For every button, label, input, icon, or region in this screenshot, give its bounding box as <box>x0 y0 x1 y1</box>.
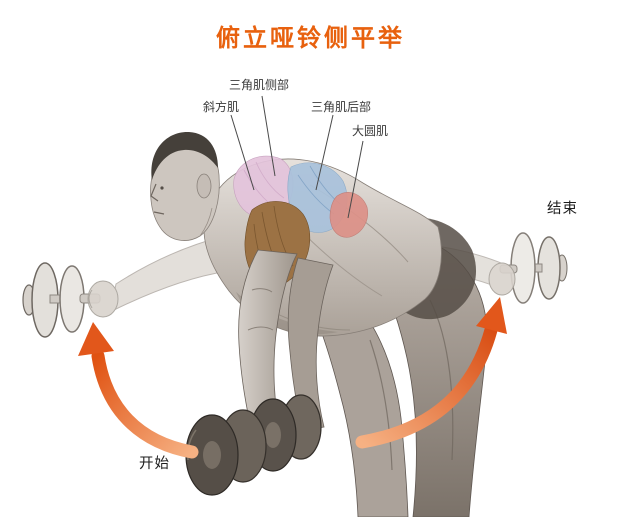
hair <box>151 131 218 180</box>
leader-lines <box>230 95 364 219</box>
far-arm <box>287 257 334 431</box>
dumbbells-start-icon <box>185 394 322 496</box>
start-label: 开始 <box>139 456 170 472</box>
label-teres-major: 大圆肌 <box>352 124 389 138</box>
motion-arrow-right-icon <box>355 297 507 449</box>
dumbbell-raised-left-icon <box>22 262 101 338</box>
label-lateral-deltoid: 三角肌侧部 <box>229 78 290 92</box>
label-posterior-deltoid: 三角肌后部 <box>311 100 372 114</box>
end-label: 结束 <box>547 201 578 217</box>
head <box>150 131 220 241</box>
motion-arrow-left-icon <box>78 322 199 459</box>
ear <box>196 173 212 199</box>
page-title: 俯立哑铃侧平举 <box>216 25 405 52</box>
ghost-arm-left <box>87 235 229 318</box>
arms <box>238 249 334 437</box>
label-trapezius: 斜方肌 <box>203 100 240 114</box>
